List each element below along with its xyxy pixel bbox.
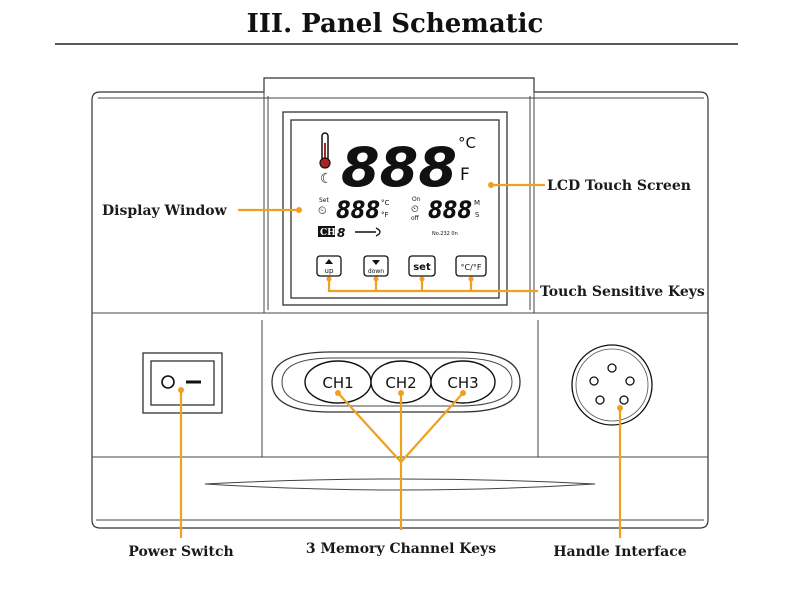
model-text: No.232 0n [432,231,458,237]
ch2-key[interactable]: CH2 [370,360,432,404]
main-temperature-digits: 888 [341,136,457,199]
label-handle-interface: Handle Interface [553,544,686,560]
set-key-label: set [413,262,431,273]
heater-arrow-icon [355,227,381,237]
main-unit-f: F [460,165,470,185]
ch2-key-label: CH2 [385,374,416,392]
connector-pin [619,395,629,405]
up-key[interactable]: up [316,255,342,277]
memory-channel-keys: CH1 CH2 CH3 [271,351,521,413]
leader-lines [178,182,623,538]
ch1-key-label: CH1 [322,374,353,392]
label-power-switch: Power Switch [128,544,233,560]
left-unit-c: °C [381,199,390,207]
ch-badge-label: CH [320,228,336,238]
label-display-window: Display Window [102,203,228,219]
right-off-label: off [411,215,420,222]
right-unit-s: S [475,211,480,219]
moon-icon: ☾ [320,171,333,187]
up-key-label: up [325,267,334,275]
unit-toggle-key-label: °C/°F [461,263,482,272]
power-off-symbol-icon [161,375,175,389]
set-label: Set [319,197,330,204]
thermometer-icon [319,132,331,169]
right-unit-m: M [474,199,480,207]
left-unit-f: °F [381,211,389,219]
ch-digit: 8 [337,226,345,240]
main-unit-c: °C [458,134,476,152]
ch1-key[interactable]: CH1 [304,360,372,404]
unit-toggle-key[interactable]: °C/°F [455,255,487,277]
ch-badge [318,226,335,237]
leader-touch-keys [327,278,538,293]
clock-icon: ⏲ [318,204,327,217]
down-key-label: down [368,268,384,275]
label-memory-channel-keys: 3 Memory Channel Keys [306,541,496,557]
connector-pin [595,395,605,405]
label-touch-sensitive-keys: Touch Sensitive Keys [540,284,705,300]
right-on-label: On [412,196,421,203]
right-digits: 888 [428,196,472,224]
left-digits: 888 [336,196,380,224]
power-switch[interactable] [142,352,223,414]
set-key[interactable]: set [408,255,436,277]
timer-icon: ⏲ [411,204,419,215]
down-key[interactable]: down [363,255,389,277]
ch3-key-label: CH3 [447,374,478,392]
connector-pin [589,376,599,386]
lcd-touch-screen[interactable]: ☾ 888 °C F Set ⏲ 888 °C °F On ⏲ off 888 … [316,132,487,277]
page-title: III. Panel Schematic [247,9,544,39]
connector-pin [625,376,635,386]
label-lcd-touch-screen: LCD Touch Screen [547,178,691,194]
ch3-key[interactable]: CH3 [430,360,496,404]
leader-ch1 [337,392,402,463]
handle-interface-connector[interactable] [571,344,653,426]
connector-pin [607,363,617,373]
